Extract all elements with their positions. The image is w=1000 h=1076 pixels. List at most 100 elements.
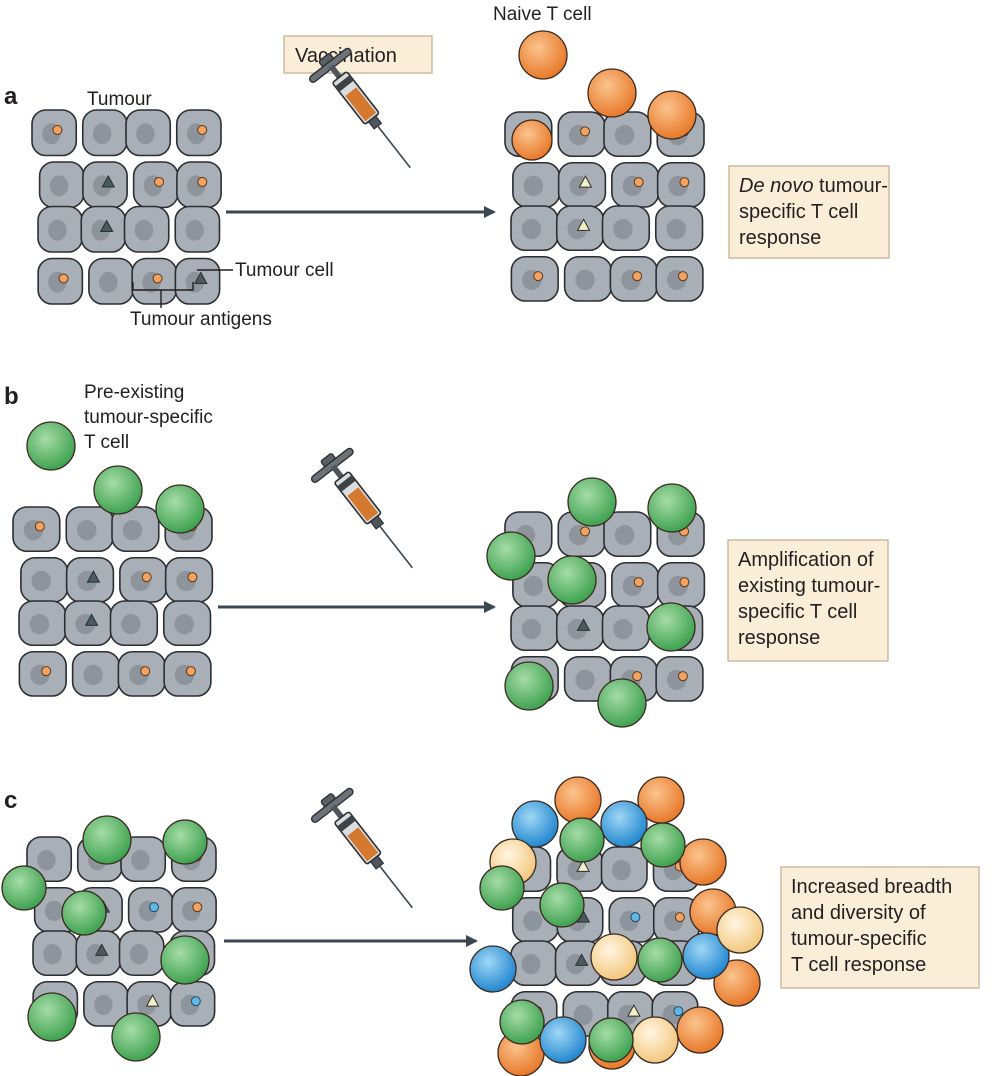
outcome-box-c: Increased breadth and diversity of tumou…	[780, 866, 980, 989]
tumour-cell-icon	[37, 257, 84, 305]
t-cell-icon	[646, 602, 696, 652]
tumour-cell-icon	[655, 255, 704, 302]
orange-antigen	[633, 177, 644, 188]
tumour-cell-icon	[83, 980, 129, 1027]
tumour-cell-icon	[63, 600, 113, 647]
outcome-c-line-4: T cell response	[791, 954, 926, 976]
orange-antigen	[633, 577, 644, 588]
tumour-cell-icon	[80, 205, 127, 253]
tumour-cell-icon	[81, 109, 128, 157]
t-cell-icon	[539, 1016, 587, 1064]
t-cell-icon	[504, 661, 554, 711]
panel-letter-b: b	[4, 383, 19, 410]
tumour-cell-icon	[176, 161, 222, 209]
t-cell-icon	[93, 465, 143, 515]
t-cell-icon	[647, 483, 697, 533]
panel-c: c Increased breadth and diversity of tum…	[1, 776, 980, 1076]
tumour-cell-icon	[164, 556, 214, 603]
tumour-cell-icon	[611, 561, 660, 608]
t-cell-icon	[162, 819, 208, 865]
tumour-cell-icon	[37, 205, 84, 253]
t-cell-icon	[647, 90, 697, 140]
tumour-cell-icon	[71, 650, 121, 697]
tumour-cell-icon	[175, 109, 222, 157]
vaccination-label-box: Vaccination	[283, 35, 433, 74]
naive-t-cell-label: Naive T cell	[493, 4, 592, 25]
t-cell-icon	[155, 484, 205, 534]
tumour-cell-icon	[563, 255, 613, 302]
tumour-cell-icon	[38, 161, 85, 209]
tumour-cell-icon	[20, 556, 69, 603]
tumour-cell-icon	[131, 257, 178, 305]
t-cell-icon	[486, 531, 536, 581]
orange-antigen	[34, 521, 45, 532]
outcome-b-line-1: Amplification of	[738, 549, 874, 571]
t-cell-icon	[82, 815, 132, 865]
t-cell-icon	[511, 800, 559, 848]
triangle-antigen	[101, 174, 116, 188]
t-cell-icon	[597, 678, 647, 728]
tumour-cell-icon	[26, 836, 73, 883]
t-cell-icon	[640, 822, 686, 868]
tumour-cell-icon	[512, 161, 561, 208]
t-cell-icon	[160, 935, 210, 985]
tumour-cell-icon	[510, 940, 558, 987]
tumour-cell-icon	[32, 930, 79, 977]
tumour-cell-icon	[127, 886, 174, 933]
tumour-cell-icon	[510, 255, 559, 302]
triangle-antigen	[99, 219, 114, 232]
tumour-cell-icon	[125, 109, 172, 157]
triangle-antigen	[576, 218, 591, 231]
tumour-cell-icon	[119, 556, 168, 603]
t-cell-icon	[518, 30, 568, 80]
orange-antigen	[141, 572, 152, 583]
outcome-b-line-4: response	[738, 627, 820, 649]
outcome-a-line-3: response	[739, 227, 821, 249]
orange-antigen	[192, 902, 203, 913]
preexisting-label-line-1: Pre-existing	[84, 382, 184, 403]
panel-letter-c: c	[4, 787, 17, 814]
preexisting-label-line-2: tumour-specific	[84, 407, 213, 428]
orange-antigen	[197, 176, 208, 187]
outcome-c-line-2: and diversity of	[791, 902, 926, 924]
svg-text:De novo tumour-: De novo tumour-	[739, 175, 888, 197]
outcome-box-b: Amplification of existing tumour- specif…	[727, 539, 889, 662]
triangle-antigen	[578, 175, 593, 188]
tumour-a-right	[504, 30, 706, 302]
tumour-cell-icon	[65, 556, 115, 603]
orange-antigen	[632, 671, 643, 682]
orange-antigen	[187, 572, 198, 583]
triangle-antigen	[193, 271, 208, 284]
t-cell-icon	[511, 119, 553, 161]
blue-antigen	[190, 996, 201, 1007]
outcome-c-line-3: tumour-specific	[791, 928, 927, 950]
tumour-cell-icon	[174, 205, 221, 253]
panel-letter-a: a	[4, 83, 18, 110]
tumour-b-right	[486, 477, 706, 728]
tumour-cell-label: Tumour cell	[235, 260, 334, 281]
t-cell-icon	[682, 932, 730, 980]
tumour-cell-icon	[169, 980, 216, 1027]
tumour-cell-icon	[555, 205, 605, 252]
orange-antigen	[677, 271, 688, 282]
orange-antigen	[632, 271, 643, 282]
t-cell-icon	[716, 906, 764, 954]
t-cell-icon	[539, 882, 585, 928]
tumour-cell-icon	[563, 655, 613, 702]
triangle-antigen	[94, 943, 109, 956]
tumour-cell-icon	[123, 205, 170, 253]
syringe-icon	[305, 780, 434, 925]
tumour-cell-icon	[162, 600, 212, 647]
tumour-cell-icon	[603, 111, 652, 158]
t-cell-icon	[547, 555, 597, 605]
t-cell-icon	[1, 865, 47, 911]
tumour-antigens-label: Tumour antigens	[130, 309, 272, 330]
tumour-a-left	[31, 109, 222, 305]
outcome-a-line-1b: tumour-	[814, 175, 888, 197]
orange-antigen	[679, 177, 690, 188]
orange-antigen	[58, 273, 69, 284]
tumour-cell-icon	[557, 161, 607, 208]
tumour-cell-icon	[601, 205, 651, 252]
tumour-cell-icon	[611, 161, 660, 208]
t-cell-icon	[600, 800, 648, 848]
